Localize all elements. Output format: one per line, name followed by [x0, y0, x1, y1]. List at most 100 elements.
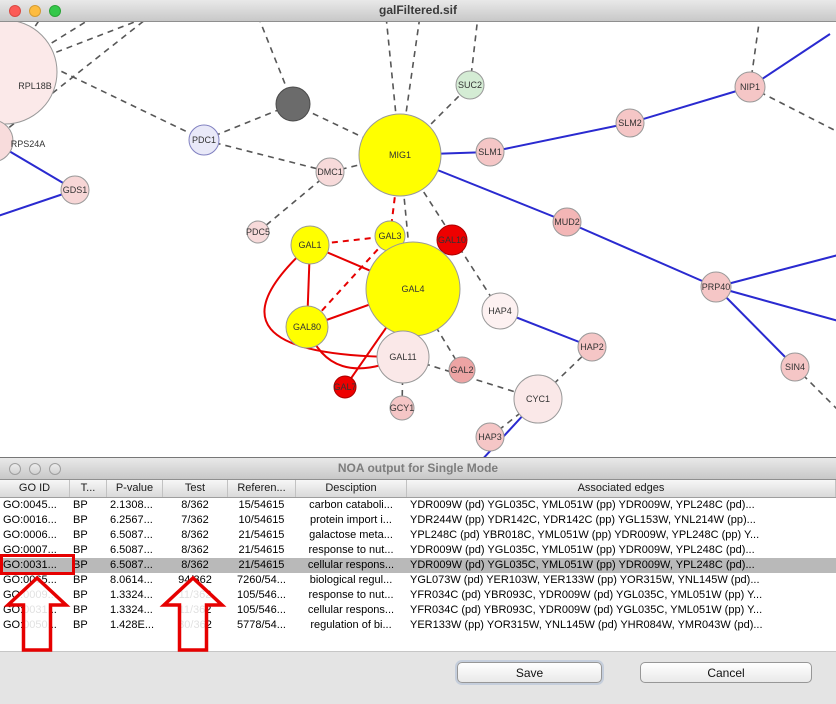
table-cell: YER133W (pp) YOR315W, YNL145W (pd) YHR08… — [410, 619, 763, 631]
edge-rpl18b-a2[interactable] — [4, 22, 95, 73]
traffic-lights-inactive — [9, 463, 61, 475]
close-button[interactable] — [9, 5, 21, 17]
node-gds1[interactable]: GDS1 — [60, 175, 90, 205]
svg-text:GAL11: GAL11 — [389, 352, 416, 362]
edge-slm1-slm2[interactable] — [489, 122, 631, 153]
edge-gal1-gal11[interactable] — [263, 244, 404, 358]
node-mud2[interactable]: MUD2 — [552, 207, 582, 237]
node-rpl18b[interactable]: RPL18B — [0, 22, 58, 125]
column-header-desciption[interactable]: Desciption — [296, 480, 407, 497]
table-cell: GO:0016... — [3, 514, 57, 526]
node-mig1[interactable]: MIG1 — [358, 113, 442, 197]
svg-text:HAP3: HAP3 — [478, 432, 502, 442]
node-hap2[interactable]: HAP2 — [577, 332, 607, 362]
edge-dmc1-pdc5[interactable] — [257, 171, 331, 233]
table-cell: 11/362 — [178, 604, 212, 616]
node-sin4[interactable]: SIN4 — [780, 352, 810, 382]
node-slm2[interactable]: SLM2 — [615, 108, 645, 138]
node-nip1[interactable]: NIP1 — [734, 71, 766, 103]
node-gray1[interactable] — [275, 86, 311, 122]
column-header-go-id[interactable]: GO ID — [0, 480, 70, 497]
zoom-button[interactable] — [49, 5, 61, 17]
table-cell: 1.428E... — [110, 619, 155, 631]
svg-text:SLM2: SLM2 — [618, 118, 642, 128]
minimize-button[interactable] — [29, 5, 41, 17]
svg-text:CYC1: CYC1 — [526, 394, 550, 404]
minimize-button[interactable] — [29, 463, 41, 475]
column-header-test[interactable]: Test — [163, 480, 228, 497]
node-rps24a[interactable]: RPS24A — [0, 120, 45, 162]
cancel-button[interactable]: Cancel — [640, 662, 812, 683]
noa-window-titlebar[interactable]: NOA output for Single Mode — [0, 458, 836, 480]
svg-text:GAL10: GAL10 — [438, 235, 466, 245]
table-cell: 8.0614... — [110, 574, 153, 586]
edge-gray1-mig1[interactable] — [292, 103, 401, 156]
table-cell: 15/54615 — [238, 499, 285, 511]
node-dmc1[interactable]: DMC1 — [315, 157, 345, 187]
node-gal11[interactable]: GAL11 — [376, 330, 430, 384]
node-hap3[interactable]: HAP3 — [475, 422, 505, 452]
edge-gal80-gal3[interactable] — [306, 235, 391, 328]
edge-prp40-a10[interactable] — [715, 254, 836, 288]
table-cell: 21/54615 — [238, 559, 285, 571]
table-cell: GO:0031... — [3, 559, 57, 571]
table-cell: 80/362 — [178, 619, 212, 631]
node-pdc5[interactable]: PDC5 — [246, 220, 270, 244]
node-gal1[interactable]: GAL1 — [290, 225, 330, 265]
table-cell: cellular respons... — [307, 559, 395, 571]
table-cell: BP — [73, 544, 88, 556]
node-slm1[interactable]: SLM1 — [475, 137, 505, 167]
table-cell: YFR034C (pd) YBR093C, YDR009W (pd) YGL03… — [410, 604, 763, 616]
svg-text:HAP4: HAP4 — [488, 306, 512, 316]
noa-window-title: NOA output for Single Mode — [337, 461, 499, 475]
node-gal7[interactable]: GAL7 — [333, 375, 357, 399]
zoom-button[interactable] — [49, 463, 61, 475]
table-cell: 6.5087... — [110, 529, 153, 541]
node-cyc1[interactable]: CYC1 — [513, 374, 563, 424]
table-cell: BP — [73, 574, 88, 586]
table-cell: BP — [73, 604, 88, 616]
table-cell: regulation of bi... — [310, 619, 392, 631]
table-cell: GO:0050... — [3, 619, 57, 631]
node-gal10[interactable]: GAL10 — [436, 224, 468, 256]
edge-prp40-a11[interactable] — [715, 286, 836, 322]
edge-gds1-a7[interactable] — [0, 189, 76, 218]
table-cell: GO:0045... — [3, 499, 57, 511]
edge-prp40-sin4[interactable] — [715, 286, 796, 368]
node-prp40[interactable]: PRP40 — [700, 271, 732, 303]
node-gal4[interactable]: GAL4 — [365, 241, 461, 337]
save-button[interactable]: Save — [457, 662, 602, 683]
node-gcy1[interactable]: GCY1 — [389, 395, 415, 421]
column-header-p-value[interactable]: P-value — [107, 480, 163, 497]
close-button[interactable] — [9, 463, 21, 475]
edge-slm2-nip1[interactable] — [629, 86, 751, 124]
node-pdc1[interactable]: PDC1 — [188, 124, 220, 156]
edge-nip1-a8[interactable] — [749, 33, 831, 88]
svg-text:GAL7: GAL7 — [333, 382, 356, 392]
node-gal80[interactable]: GAL80 — [285, 305, 329, 349]
node-suc2[interactable]: SUC2 — [455, 70, 485, 100]
node-gal2[interactable]: GAL2 — [448, 356, 476, 384]
column-header-associated-edges[interactable]: Associated edges — [407, 480, 836, 497]
edge-pdc1-dmc1[interactable] — [203, 139, 331, 173]
node-hap4[interactable]: HAP4 — [481, 292, 519, 330]
network-window-titlebar[interactable]: galFiltered.sif — [0, 0, 836, 22]
edge-mud2-prp40[interactable] — [566, 221, 717, 288]
svg-text:GAL4: GAL4 — [401, 284, 424, 294]
table-cell: GO:0009... — [3, 589, 57, 601]
column-header-t[interactable]: T... — [70, 480, 107, 497]
column-header-referen[interactable]: Referen... — [228, 480, 296, 497]
